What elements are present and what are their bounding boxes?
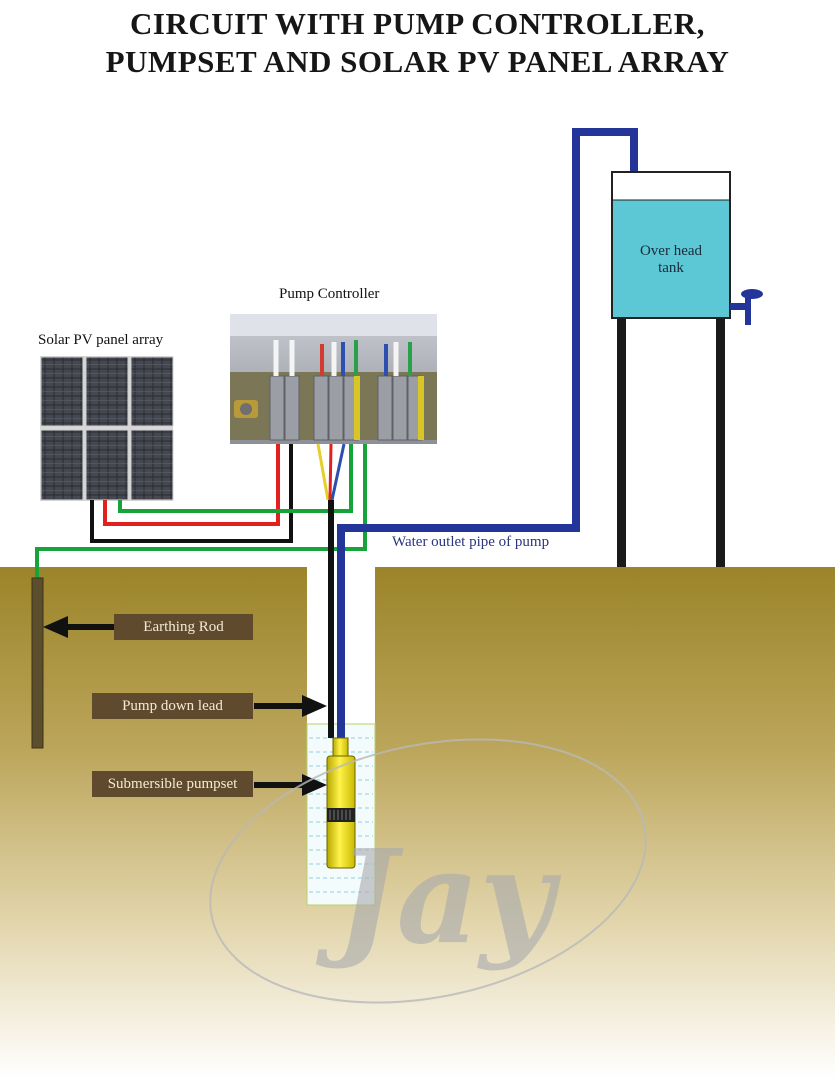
water-outlet-pipe — [337, 128, 638, 738]
diagram-title-line2: PUMPSET AND SOLAR PV PANEL ARRAY — [105, 44, 730, 79]
diagram-title-line1: CIRCUIT WITH PUMP CONTROLLER, — [130, 6, 705, 41]
overhead-tank — [611, 171, 731, 567]
watermark: Jay — [209, 738, 647, 1004]
pump-down-lead — [328, 500, 334, 738]
arrow-submersible-pumpset — [254, 774, 327, 796]
wire-black — [90, 444, 293, 543]
borewell-water — [306, 723, 376, 906]
tank-label-line1: Over head — [639, 243, 703, 259]
pump-controller-label: Pump Controller — [279, 286, 380, 302]
ground — [0, 567, 835, 1079]
callout-submersible-pumpset: Submersible pumpset — [92, 771, 253, 797]
arrow-pump-down-lead — [254, 695, 327, 717]
callout-pump-down-lead: Pump down lead — [92, 693, 253, 719]
wire-red — [103, 444, 280, 526]
svg-text:Jay: Jay — [315, 823, 562, 973]
earthing-rod — [31, 577, 44, 749]
pump-down-lead-wires — [316, 443, 346, 501]
solar-array-label: Solar PV panel array — [38, 332, 164, 348]
wire-green-earth — [35, 444, 367, 578]
tank-label-line2: tank — [658, 260, 684, 276]
solar-panel-array — [40, 356, 174, 501]
outlet-pipe-label: Water outlet pipe of pump — [392, 534, 550, 550]
callout-earthing-rod: Earthing Rod — [114, 614, 253, 640]
tap-icon — [730, 289, 763, 325]
submersible-pump — [326, 737, 356, 869]
pump-controller — [230, 314, 437, 444]
arrow-earthing-rod — [43, 616, 114, 638]
